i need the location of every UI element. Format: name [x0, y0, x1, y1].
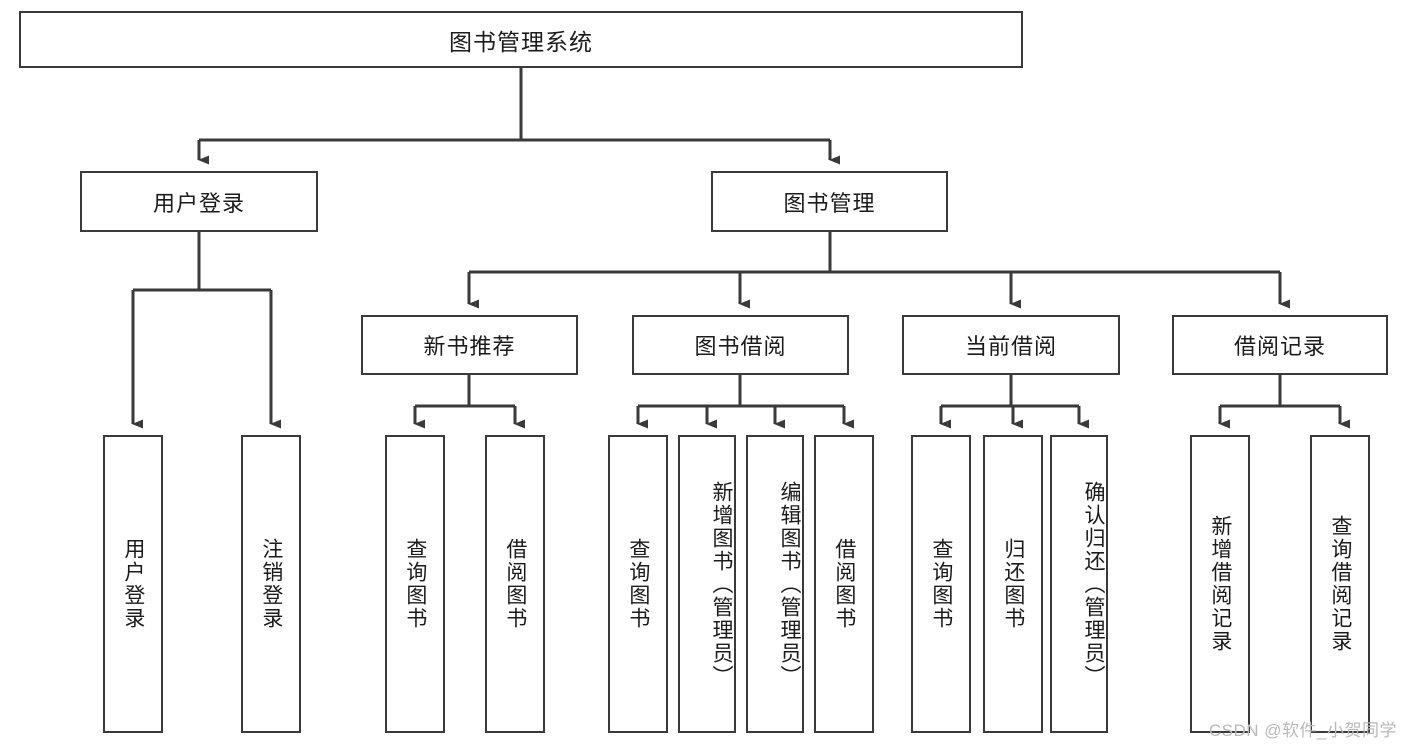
node-label: 新书推荐	[423, 334, 516, 359]
node-user-login[interactable]: 用户登录	[80, 171, 318, 232]
node-label: 新增借阅记录	[1208, 515, 1232, 653]
node-leaf-confirm-return-admin[interactable]: 确认归还（管理员）	[1050, 435, 1108, 733]
node-leaf-user-login[interactable]: 用户登录	[103, 435, 163, 733]
node-leaf-borrow-book-1[interactable]: 借阅图书	[485, 435, 545, 733]
node-new-book-recommend[interactable]: 新书推荐	[361, 315, 578, 375]
node-label: 查询图书	[929, 538, 953, 630]
node-label: 借阅记录	[1233, 334, 1326, 359]
node-leaf-borrow-book-2[interactable]: 借阅图书	[814, 435, 874, 733]
node-book-borrow[interactable]: 图书借阅	[632, 315, 849, 375]
node-leaf-query-book-3[interactable]: 查询图书	[911, 435, 971, 733]
node-label: 图书管理系统	[449, 28, 593, 55]
node-leaf-return-book[interactable]: 归还图书	[983, 435, 1043, 733]
node-label: 注销登录	[259, 538, 283, 630]
node-label: 编辑图书（管理员）	[778, 480, 801, 688]
node-leaf-query-book-1[interactable]: 查询图书	[385, 435, 445, 733]
node-leaf-add-book-admin[interactable]: 新增图书（管理员）	[678, 435, 736, 733]
node-label: 图书借阅	[694, 334, 787, 359]
node-current-borrow[interactable]: 当前借阅	[902, 315, 1120, 375]
node-label: 查询图书	[403, 538, 427, 630]
node-leaf-query-borrow-record[interactable]: 查询借阅记录	[1310, 435, 1370, 733]
node-label: 图书管理	[783, 190, 876, 216]
node-label: 用户登录	[121, 538, 145, 630]
node-leaf-edit-book-admin[interactable]: 编辑图书（管理员）	[746, 435, 804, 733]
node-label: 归还图书	[1001, 538, 1025, 630]
node-label: 借阅图书	[832, 538, 856, 630]
node-label: 用户登录	[152, 190, 245, 216]
node-leaf-add-borrow-record[interactable]: 新增借阅记录	[1190, 435, 1250, 733]
node-label: 借阅图书	[503, 538, 527, 630]
node-book-management[interactable]: 图书管理	[711, 171, 948, 232]
node-borrow-record[interactable]: 借阅记录	[1172, 315, 1388, 375]
node-label: 查询借阅记录	[1328, 515, 1352, 653]
node-label: 查询图书	[626, 538, 650, 630]
node-leaf-query-book-2[interactable]: 查询图书	[608, 435, 668, 733]
node-label: 确认归还（管理员）	[1082, 480, 1105, 688]
node-label: 当前借阅	[964, 334, 1057, 359]
node-label: 新增图书（管理员）	[710, 480, 733, 688]
node-root-system[interactable]: 图书管理系统	[19, 11, 1023, 68]
node-leaf-user-logout[interactable]: 注销登录	[241, 435, 301, 733]
